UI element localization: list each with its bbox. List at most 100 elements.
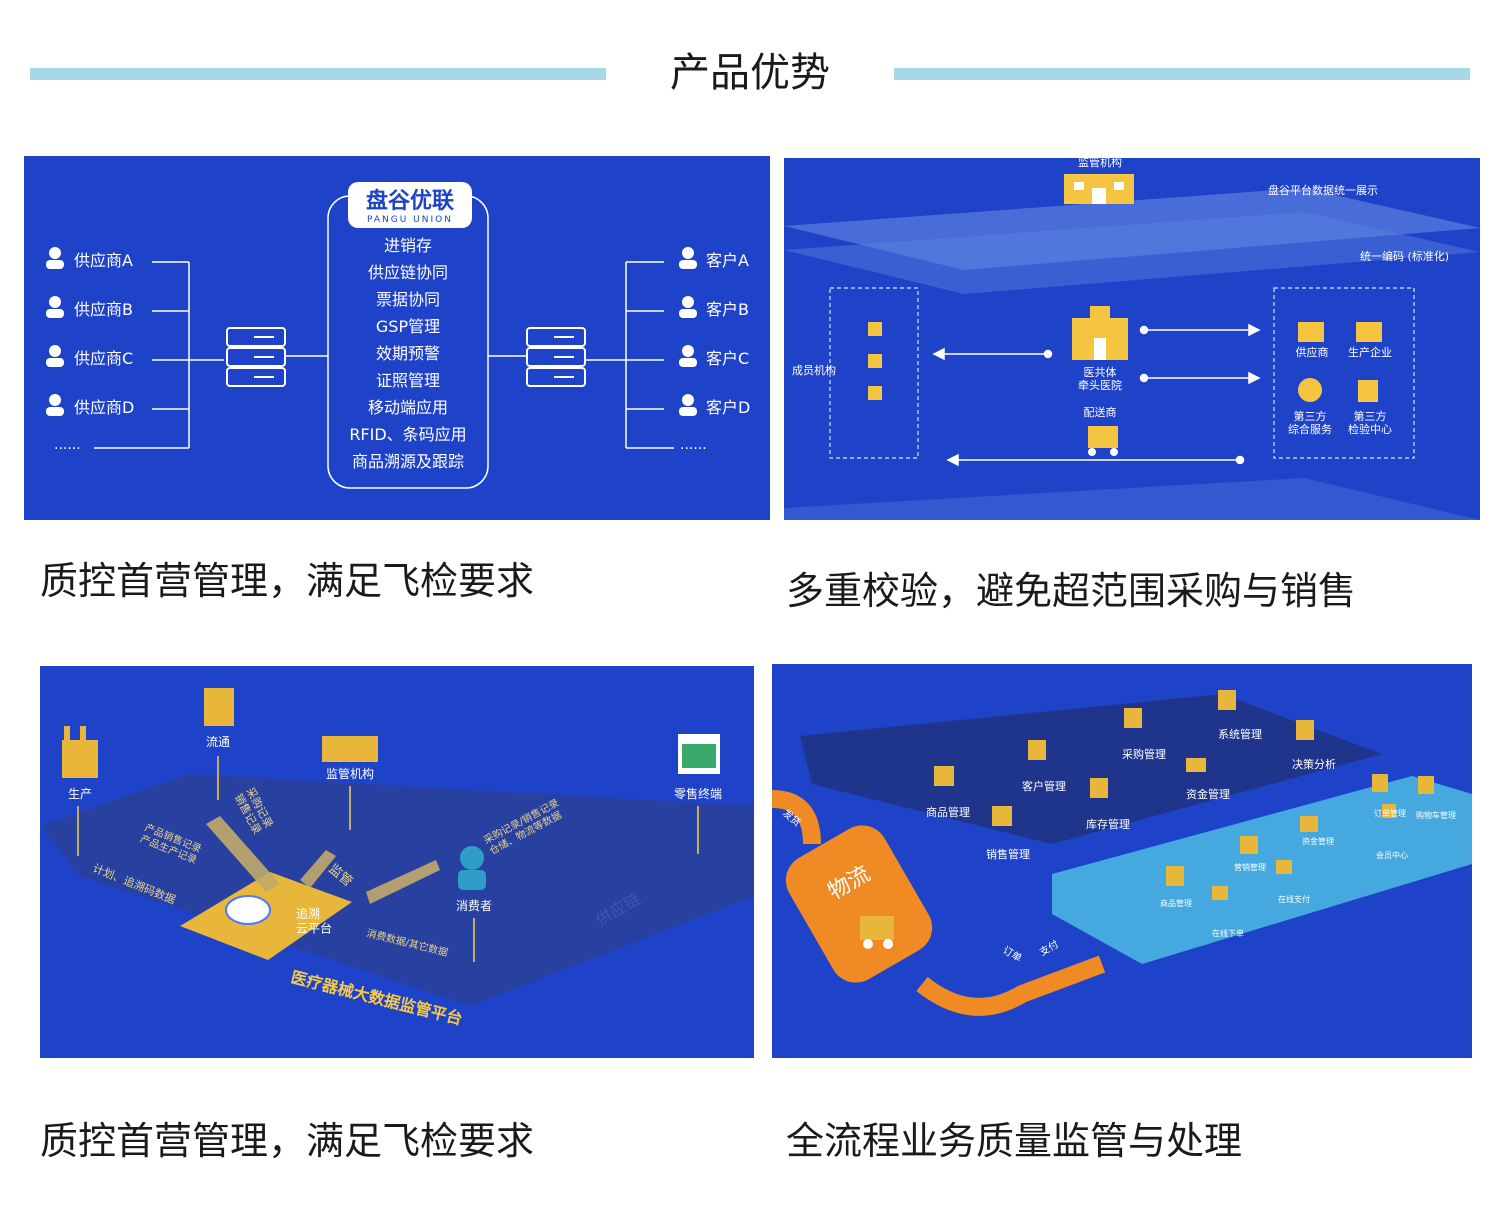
lower-module-label: 营销管理 bbox=[1234, 862, 1266, 872]
feature-box: 盘谷优联 PANGU UNION 进销存 供应链协同 票据协同 GSP管理 效期… bbox=[327, 182, 489, 489]
upper-module-label: 库存管理 bbox=[1086, 817, 1130, 831]
caption-panel-3: 质控首营管理，满足飞检要求 bbox=[40, 1119, 535, 1163]
lower-module-label: 会员中心 bbox=[1376, 850, 1408, 860]
brand-subtitle: PANGU UNION bbox=[367, 215, 453, 225]
orange-arrow-top bbox=[772, 790, 821, 845]
upper-module-label: 资金管理 bbox=[1186, 787, 1230, 801]
upper-module-label: 销售管理 bbox=[986, 847, 1030, 861]
connector-lines bbox=[77, 756, 699, 962]
customer-label: 客户D bbox=[706, 398, 750, 417]
customer-label: 客户C bbox=[706, 349, 749, 368]
customer-label: ...... bbox=[680, 437, 707, 453]
partner-label: 第三方综合服务 bbox=[1288, 409, 1332, 436]
regulator-building-icon bbox=[1064, 174, 1134, 204]
customer-icon bbox=[679, 247, 697, 416]
circulation-icon bbox=[204, 688, 234, 726]
upper-module-label: 决策分析 bbox=[1292, 757, 1336, 771]
supplier-label: 供应商B bbox=[74, 300, 133, 319]
lower-module-label: 在线下单 bbox=[1212, 928, 1244, 938]
production-label: 生产 bbox=[68, 787, 92, 801]
flow-arrows bbox=[932, 323, 1261, 467]
header-line-left bbox=[30, 68, 606, 80]
partner-label: 生产企业 bbox=[1348, 345, 1392, 359]
partner-icons bbox=[1298, 322, 1382, 402]
panel-traceability-diagram: 追溯云平台 生产 流通 监管机构 零售终端 消费者 计划、追溯码数据 产品销售记… bbox=[40, 666, 754, 1058]
upper-module-label: 系统管理 bbox=[1218, 727, 1262, 741]
customer-label: 客户A bbox=[706, 251, 749, 270]
regulator-icon bbox=[322, 736, 378, 762]
consumer-icon bbox=[458, 846, 486, 890]
member-institution-box bbox=[829, 287, 919, 459]
panel-regulation-diagram: 监管机构 盘谷平台数据统一展示 统一编码 (标准化) 成员机构 医共体牵头医院 … bbox=[784, 158, 1480, 520]
regulator-label: 监管机构 bbox=[1078, 158, 1122, 169]
top-layer-plane bbox=[784, 188, 1480, 270]
lower-module-label: 订单管理 bbox=[1374, 808, 1406, 818]
caption-panel-2: 多重校验，避免超范围采购与销售 bbox=[786, 569, 1357, 613]
feature-item: 票据协同 bbox=[376, 290, 440, 309]
lower-module-label: 购物车管理 bbox=[1416, 810, 1456, 820]
flow-arrows bbox=[206, 816, 440, 904]
feature-item: GSP管理 bbox=[376, 317, 440, 336]
truck-icon bbox=[860, 916, 894, 949]
orange-arrow-bottom bbox=[916, 955, 1106, 1016]
upper-platform bbox=[800, 694, 1382, 844]
right-connector-lines bbox=[488, 261, 674, 449]
delivery-label: 配送商 bbox=[1084, 405, 1117, 419]
feature-item: 移动端应用 bbox=[368, 398, 448, 417]
header-line-right bbox=[894, 68, 1470, 80]
partner-group-box bbox=[1273, 287, 1415, 459]
lower-module-label: 在线支付 bbox=[1278, 894, 1310, 904]
logistics-box bbox=[785, 825, 933, 983]
supplier-label: 供应商A bbox=[74, 251, 133, 270]
arrow-tag: 支付 bbox=[1037, 937, 1061, 958]
upper-module-label: 采购管理 bbox=[1122, 747, 1166, 761]
feature-item: 进销存 bbox=[384, 236, 432, 255]
regulator-label: 监管机构 bbox=[326, 766, 374, 781]
lower-module-label: 资金管理 bbox=[1302, 836, 1334, 846]
hospital-icon bbox=[1072, 306, 1128, 360]
bottom-layer-plane bbox=[784, 478, 1480, 520]
lower-platform bbox=[1052, 776, 1472, 964]
clinic-icon bbox=[868, 322, 882, 400]
supplier-label: 供应商C bbox=[74, 349, 133, 368]
brand-name: 盘谷优联 bbox=[366, 188, 454, 214]
caption-panel-4: 全流程业务质量监管与处理 bbox=[786, 1119, 1243, 1163]
caption-panel-1: 质控首营管理，满足飞检要求 bbox=[40, 559, 535, 603]
feature-item: 供应链协同 bbox=[368, 263, 448, 282]
page-title: 产品优势 bbox=[670, 50, 830, 96]
layer-label-display: 盘谷平台数据统一展示 bbox=[1268, 183, 1378, 197]
supplier-icon bbox=[46, 247, 64, 416]
partner-label: 第三方检验中心 bbox=[1348, 409, 1392, 436]
server-icon-left bbox=[226, 327, 286, 387]
supplier-label: ...... bbox=[54, 437, 81, 453]
layer-label-coding: 统一编码 (标准化) bbox=[1360, 249, 1449, 263]
feature-item: 证照管理 bbox=[376, 371, 440, 390]
panel-business-flow-diagram: 物流 发货 订单 支付 商品管理 客户管理 采购管理 系统管理 决策分析 资金管… bbox=[772, 664, 1472, 1058]
second-layer-plane bbox=[784, 212, 1480, 294]
upper-module-label: 客户管理 bbox=[1022, 779, 1066, 793]
feature-item: 效期预警 bbox=[376, 344, 440, 363]
retail-label: 零售终端 bbox=[674, 786, 722, 801]
server-icon-right bbox=[526, 327, 586, 387]
customer-list: 客户A 客户B 客户C 客户D ...... bbox=[679, 247, 750, 453]
partner-label: 供应商 bbox=[1296, 345, 1329, 359]
feature-item: RFID、条码应用 bbox=[349, 425, 466, 444]
supplier-label: 供应商D bbox=[74, 398, 134, 417]
supplier-list: 供应商A 供应商B 供应商C 供应商D ...... bbox=[46, 247, 134, 453]
feature-item: 商品溯源及跟踪 bbox=[352, 452, 464, 471]
circulation-label: 流通 bbox=[206, 735, 230, 749]
module-icons bbox=[934, 690, 1434, 900]
member-institution-label: 成员机构 bbox=[792, 363, 836, 377]
factory-icon bbox=[62, 726, 98, 778]
panel-supply-chain-diagram: 供应商A 供应商B 供应商C 供应商D ...... 盘谷优联 PANGU UN… bbox=[24, 156, 770, 520]
center-hospital-label: 医共体牵头医院 bbox=[1078, 365, 1122, 392]
retail-icon bbox=[678, 734, 720, 774]
arrow-tag: 订单 bbox=[1001, 944, 1024, 964]
lower-module-label: 商品管理 bbox=[1160, 898, 1192, 908]
left-connector-lines bbox=[94, 261, 328, 449]
customer-label: 客户B bbox=[706, 300, 749, 319]
upper-module-label: 商品管理 bbox=[926, 805, 970, 819]
cloud-icon bbox=[225, 895, 271, 925]
consumer-label: 消费者 bbox=[456, 899, 492, 913]
delivery-truck-icon bbox=[1088, 426, 1118, 456]
